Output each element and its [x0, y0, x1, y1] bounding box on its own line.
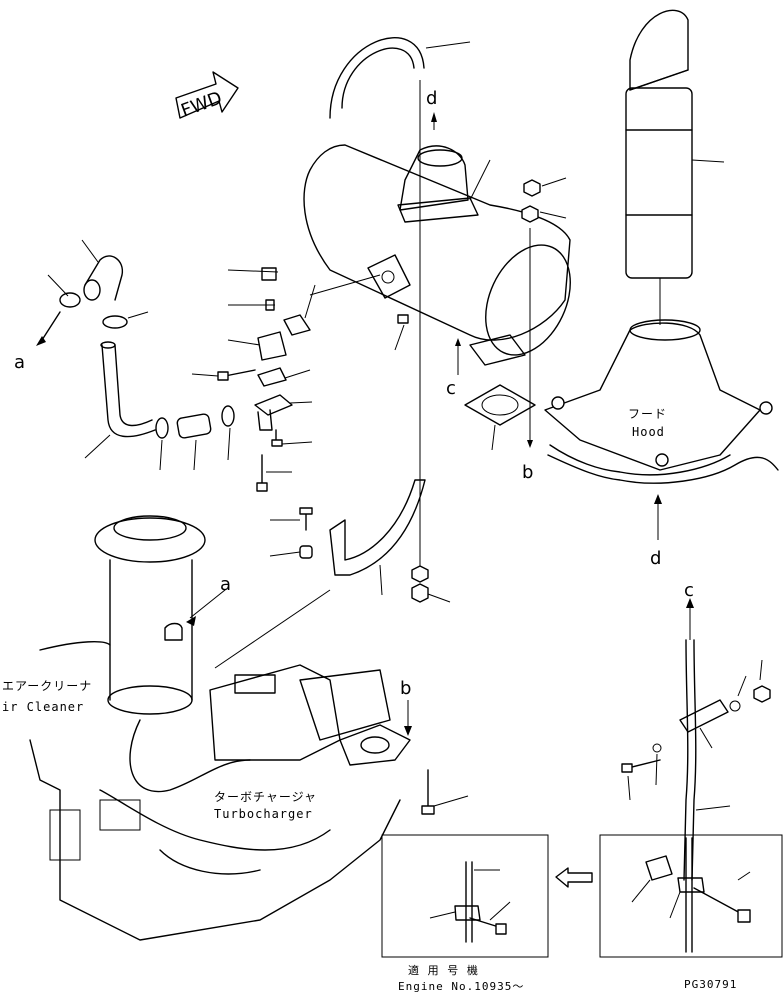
marker-b-label-lower: b — [400, 678, 411, 699]
detail-box-right — [599, 834, 783, 958]
forward-arrow: FWD — [175, 71, 239, 122]
marker-d-label-lower: d — [650, 548, 661, 569]
drawing-number: PG30791 — [684, 978, 737, 991]
turbocharger-label-jp: ターボチャージャ — [214, 790, 317, 804]
detail-box-left — [381, 834, 549, 958]
engine-assembly: a b エアークリーナ ir Cleaner ターボチャージャ Turbocha… — [2, 515, 469, 941]
exhaust-stack — [625, 9, 725, 325]
muffler-hanger-band — [329, 37, 471, 119]
applicable-model-label: 適 用 号 機 — [408, 963, 479, 977]
hood-label-jp: フード — [628, 407, 667, 421]
muffler-bracket — [214, 479, 451, 669]
gasket: c b — [446, 228, 536, 483]
engine-number-label: Engine No.10935～ — [398, 980, 524, 993]
flanges-and-bolts — [191, 267, 409, 492]
muffler — [303, 144, 571, 366]
intake-pipe-assembly: a — [14, 239, 235, 471]
detail-arrow — [555, 867, 593, 888]
marker-c-label-upper: c — [446, 378, 456, 399]
nuts-upper — [521, 177, 567, 223]
marker-a-label-lower: a — [220, 574, 231, 595]
marker-b-label-upper: b — [522, 462, 533, 483]
marker-a-label-left: a — [14, 352, 25, 373]
hood-label-en: Hood — [632, 425, 665, 439]
air-cleaner-label-en: ir Cleaner — [2, 700, 84, 714]
marker-c-label-lower: c — [684, 580, 694, 601]
air-cleaner-label-jp: エアークリーナ — [2, 679, 92, 693]
hood: フード Hood d — [544, 319, 779, 569]
forward-label: FWD — [178, 88, 225, 122]
marker-d-label-upper: d — [426, 88, 437, 109]
turbocharger-label-en: Turbocharger — [214, 807, 313, 821]
marker-d-upper: d — [419, 80, 437, 580]
drain-tube: c — [621, 580, 771, 881]
